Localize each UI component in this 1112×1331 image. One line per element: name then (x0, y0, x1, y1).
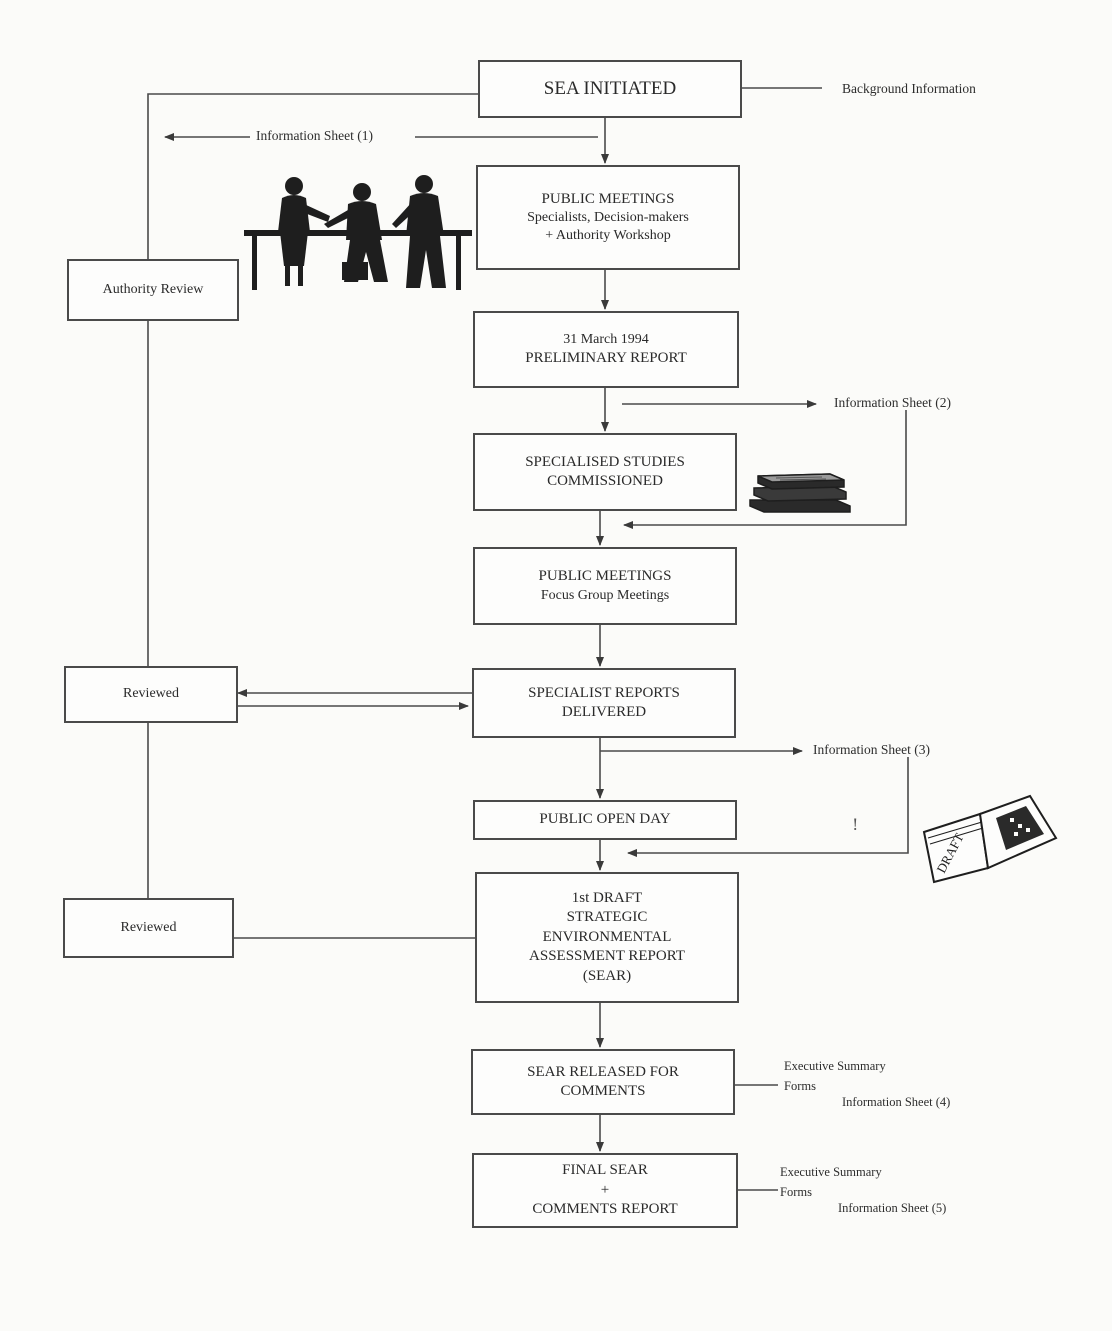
public-open-day-box: PUBLIC OPEN DAY (473, 800, 737, 840)
first-draft-line2: STRATEGIC (566, 909, 648, 926)
final-sear-line3: COMMENTS REPORT (532, 1201, 678, 1218)
first-draft-line3: ENVIRONMENTAL (542, 928, 672, 945)
background-information-label: Background Information (842, 81, 976, 96)
reviewed-label-2: Reviewed (120, 919, 177, 935)
sea-initiated-label: SEA INITIATED (543, 77, 677, 99)
first-draft-line5: (SEAR) (582, 967, 632, 984)
preliminary-report-date: 31 March 1994 (563, 331, 649, 347)
final-sear-line2: + (600, 1181, 610, 1198)
public-open-day-label: PUBLIC OPEN DAY (539, 811, 671, 828)
reviewed-box-1: Reviewed (64, 666, 238, 723)
sear-released-box: SEAR RELEASED FOR COMMENTS (471, 1049, 735, 1115)
public-meetings-line3: + Authority Workshop (545, 228, 671, 244)
specialised-studies-line2: COMMISSIONED (547, 473, 663, 489)
specialist-reports-line2: DELIVERED (561, 704, 647, 720)
books-stack-icon (749, 473, 851, 513)
reviewed-box-2: Reviewed (63, 898, 234, 958)
public-meetings-line2: Specialists, Decision-makers (527, 210, 689, 226)
public-meetings-box: PUBLIC MEETINGS Specialists, Decision-ma… (476, 165, 740, 270)
first-draft-line1: 1st DRAFT (571, 889, 643, 906)
specialist-reports-box: SPECIALIST REPORTS DELIVERED (472, 668, 736, 738)
preliminary-report-title: PRELIMINARY REPORT (525, 349, 687, 366)
public-meetings-focus-title: PUBLIC MEETINGS (538, 568, 672, 585)
forms-2-label: Forms (780, 1185, 812, 1199)
specialised-studies-line1: SPECIALISED STUDIES (525, 453, 685, 470)
sea-to-authority-review-line (147, 93, 478, 259)
sea-initiated-box: SEA INITIATED (478, 60, 742, 118)
specialist-reports-line1: SPECIALIST REPORTS (528, 684, 680, 701)
authority-review-box: Authority Review (67, 259, 239, 321)
preliminary-report-box: 31 March 1994 PRELIMINARY REPORT (473, 311, 739, 388)
specialised-studies-box: SPECIALISED STUDIES COMMISSIONED (473, 433, 737, 511)
info-sheet-1-label: Information Sheet (1) (256, 128, 373, 143)
first-draft-sear-box: 1st DRAFT STRATEGIC ENVIRONMENTAL ASSESS… (475, 872, 739, 1003)
meeting-people-icon (244, 175, 472, 290)
info-sheet-4-label: Information Sheet (4) (842, 1095, 951, 1109)
forms-1-label: Forms (784, 1079, 816, 1093)
public-meetings-focus-box: PUBLIC MEETINGS Focus Group Meetings (473, 547, 737, 625)
open-draft-book-icon: DRAFT (922, 794, 1058, 884)
exec-summary-1-label: Executive Summary (784, 1059, 886, 1073)
arrow-info-sheet-3-return (627, 757, 909, 857)
arrow-info-sheet-2-return (623, 410, 907, 529)
final-sear-box: FINAL SEAR + COMMENTS REPORT (472, 1153, 738, 1228)
public-meetings-focus-line2: Focus Group Meetings (540, 587, 670, 603)
info-sheet-2-label: Information Sheet (2) (834, 395, 951, 410)
sear-released-line2: COMMENTS (560, 1083, 646, 1099)
authority-review-label: Authority Review (102, 281, 204, 297)
exec-summary-2-label: Executive Summary (780, 1165, 882, 1179)
svg-text:!: ! (852, 815, 858, 834)
info-sheet-5-label: Information Sheet (5) (838, 1201, 947, 1215)
final-sear-line1: FINAL SEAR (562, 1162, 648, 1179)
sear-released-line1: SEAR RELEASED FOR (527, 1063, 679, 1080)
info-sheet-3-label: Information Sheet (3) (813, 742, 930, 757)
public-meetings-title: PUBLIC MEETINGS (541, 190, 675, 207)
reviewed-label-1: Reviewed (123, 686, 179, 702)
first-draft-line4: ASSESSMENT REPORT (529, 948, 685, 965)
